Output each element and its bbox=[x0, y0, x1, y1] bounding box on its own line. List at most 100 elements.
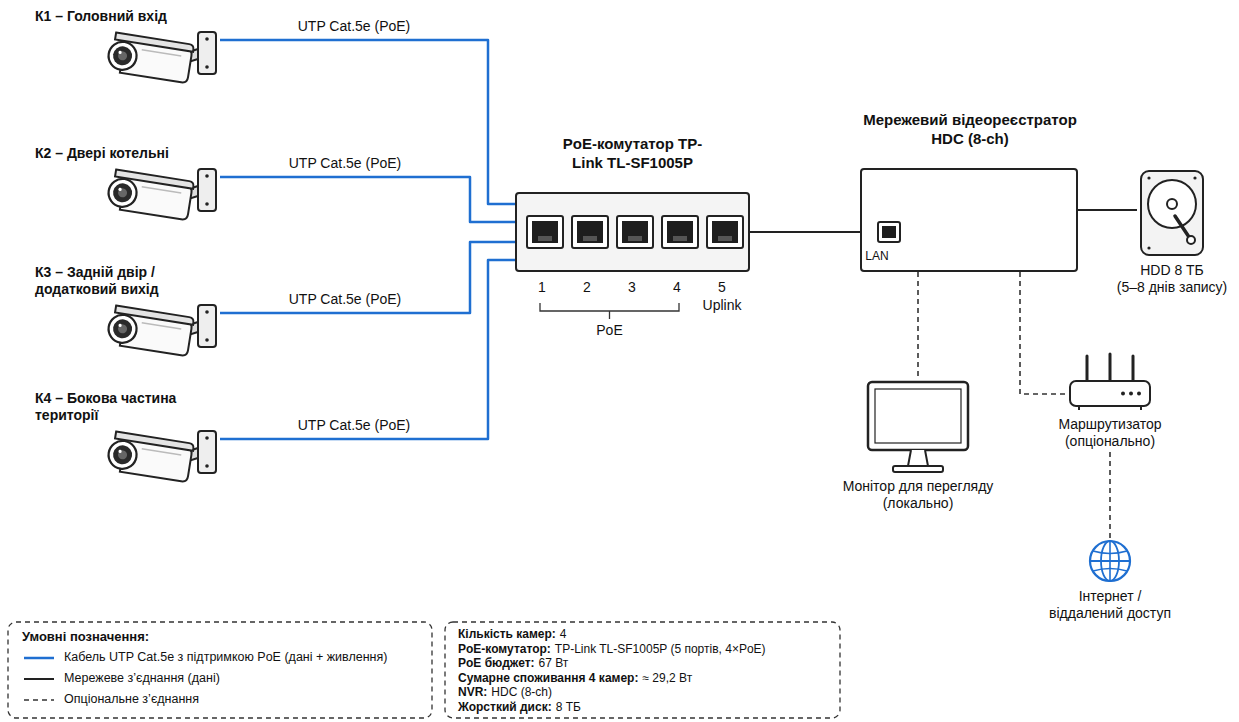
drawing-part bbox=[1140, 406, 1142, 410]
cable-label: UTP Cat.5e (PoE) bbox=[285, 155, 406, 172]
port-number: 1 bbox=[538, 279, 546, 295]
nvr-body bbox=[860, 168, 1078, 272]
drawing-part bbox=[112, 444, 134, 466]
legend-text: Опціональне з’єднання bbox=[64, 692, 199, 706]
camera-label: К3 – Задній двір / додатковий вихід bbox=[35, 264, 200, 298]
drawing-part bbox=[1148, 180, 1196, 228]
drawing-part bbox=[142, 187, 182, 193]
optional-link bbox=[917, 272, 919, 378]
drawing-part bbox=[712, 221, 738, 243]
drawing-part bbox=[118, 450, 122, 454]
drawing-part bbox=[673, 236, 687, 241]
camera-icon bbox=[100, 30, 220, 105]
camera-icon-wrap bbox=[100, 303, 220, 378]
camera-label: К2 – Двері котельні bbox=[35, 145, 210, 162]
info-value: 4 bbox=[560, 627, 567, 641]
drawing-part bbox=[1090, 541, 1130, 581]
drawing-part bbox=[538, 236, 552, 241]
legend-line bbox=[24, 699, 54, 701]
node-caption: Інтернет / віддалений доступ bbox=[1045, 588, 1175, 622]
drawing-part bbox=[875, 389, 961, 443]
drawing-part bbox=[118, 188, 122, 192]
drawing-part bbox=[112, 318, 134, 340]
icon-node: HDD 8 ТБ(5–8 днів запису) bbox=[1110, 168, 1234, 296]
drawing-part bbox=[572, 216, 608, 248]
drawing-part bbox=[106, 32, 194, 84]
legend-line bbox=[24, 678, 54, 680]
switch-ports-wrap bbox=[517, 194, 748, 270]
drawing-part bbox=[205, 464, 209, 468]
drawing-part bbox=[1147, 246, 1150, 249]
monitor-icon bbox=[863, 378, 973, 474]
info-box: Кількість камер:4PoE-комутатор:TP-Link T… bbox=[458, 627, 836, 715]
info-key: Сумарне споживання 4 камер: bbox=[458, 671, 638, 685]
info-value: TP-Link TL-SF1005P (5 портів, 4×PoE) bbox=[555, 642, 766, 656]
drawing-part bbox=[118, 324, 122, 328]
drawing-part bbox=[1078, 406, 1080, 410]
monitor-icon-wrap bbox=[863, 378, 973, 474]
drawing-part bbox=[118, 51, 122, 55]
camera-icon-wrap bbox=[100, 429, 220, 504]
drawing-part bbox=[1147, 176, 1150, 179]
legend-sample bbox=[22, 694, 56, 706]
drawing-part bbox=[868, 382, 968, 450]
legend-text: Кабель UTP Cat.5e з підтримкою PoE (дані… bbox=[64, 650, 387, 664]
info-key: PoE бюджет: bbox=[458, 656, 535, 670]
camera-node: К1 – Головний вхід bbox=[30, 8, 220, 105]
drawing-part bbox=[1070, 381, 1150, 406]
camera-icon bbox=[100, 167, 220, 242]
drawing-part bbox=[106, 431, 194, 483]
nvr-node: Мережевий відеореєстратор HDC (8-ch) bbox=[850, 110, 1090, 272]
info-value: ≈ 29,2 Вт bbox=[642, 671, 692, 685]
drawing-part bbox=[1193, 176, 1196, 179]
icon-node: Монітор для перегляду (локально) bbox=[832, 378, 1004, 512]
switch-title: PoE-комутатор TP-Link TL-SF1005P bbox=[550, 134, 715, 172]
drawing-part bbox=[617, 216, 653, 248]
info-frame bbox=[445, 622, 840, 718]
poe-cable bbox=[220, 177, 515, 222]
camera-node: К3 – Задній двір / додатковий вихід bbox=[30, 264, 220, 378]
lan-port-wrap bbox=[878, 222, 900, 242]
node-caption: (5–8 днів запису) bbox=[1110, 279, 1234, 296]
info-row: Кількість камер:4 bbox=[458, 627, 836, 642]
optional-link bbox=[1020, 272, 1065, 394]
drawing-part bbox=[205, 174, 209, 178]
legend-row: Мережеве з’єднання (дані) bbox=[22, 671, 220, 686]
drawing-part bbox=[628, 236, 642, 241]
drawing-part bbox=[878, 222, 900, 242]
info-key: Жорсткий диск: bbox=[458, 700, 552, 714]
drawing-part bbox=[117, 188, 127, 198]
drawing-part bbox=[908, 450, 928, 466]
info-row: PoE-комутатор:TP-Link TL-SF1005P (5 порт… bbox=[458, 642, 836, 657]
legend-sample bbox=[22, 652, 56, 664]
camera-label: К4 – Бокова частина території bbox=[35, 390, 200, 424]
drawing-part bbox=[198, 305, 216, 347]
legend-row: Кабель UTP Cat.5e з підтримкою PoE (дані… bbox=[22, 650, 387, 665]
icon-node: Маршрутизатор (опціонально) bbox=[1052, 352, 1168, 450]
drawing-part bbox=[893, 466, 943, 472]
info-key: NVR: bbox=[458, 685, 487, 699]
drawing-part bbox=[882, 226, 896, 238]
port-label: Uplink bbox=[703, 297, 742, 313]
drawing-part bbox=[198, 169, 216, 211]
legend-line bbox=[24, 656, 54, 659]
drawing-part bbox=[205, 202, 209, 206]
port-number: 5 bbox=[718, 279, 726, 295]
drawing-part bbox=[205, 338, 209, 342]
network-link bbox=[1078, 209, 1137, 211]
port-label: LAN bbox=[865, 249, 888, 263]
drawing-part bbox=[1132, 356, 1135, 382]
optional-link bbox=[1109, 452, 1111, 538]
drawing-part bbox=[1187, 236, 1195, 244]
legend-frame bbox=[8, 622, 432, 718]
camera-icon-wrap bbox=[100, 30, 220, 105]
drawing-part bbox=[107, 40, 139, 72]
drawing-part bbox=[112, 45, 134, 67]
drawing-part bbox=[107, 313, 139, 345]
camera-label: К1 – Головний вхід bbox=[35, 8, 210, 25]
drawing-part bbox=[527, 216, 563, 248]
switch-node: PoE-комутатор TP-Link TL-SF1005P bbox=[500, 134, 765, 272]
legend: Кабель UTP Cat.5e з підтримкою PoE (дані… bbox=[22, 650, 427, 716]
legend-row: Опціональне з’єднання bbox=[22, 692, 199, 707]
